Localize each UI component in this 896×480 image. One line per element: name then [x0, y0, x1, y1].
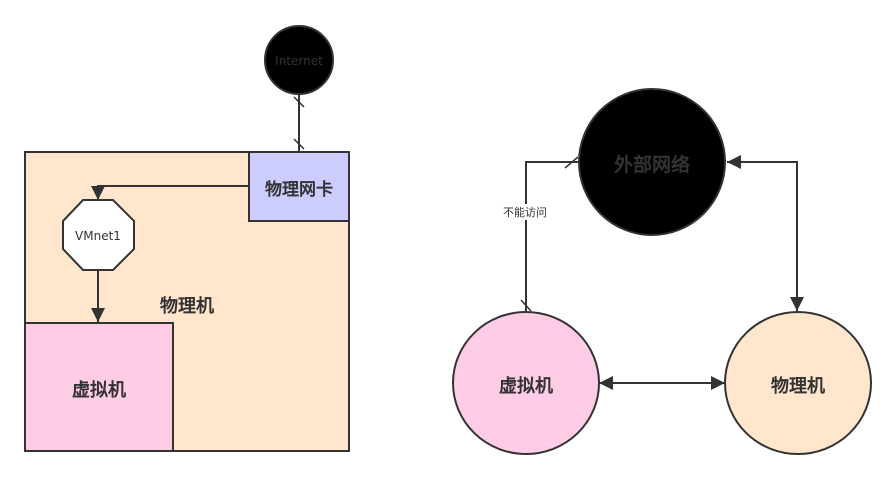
- right-diagram: 不能访问 外部网络 虚拟机 物理机: [452, 88, 872, 455]
- host-circle: [724, 311, 872, 455]
- edge-external-host: [727, 155, 804, 311]
- vm-box: [24, 322, 174, 452]
- edge-internet-nic: [293, 94, 305, 152]
- host-label: 物理机: [160, 295, 214, 317]
- left-diagram: Internet 物理机 物理网卡 VMnet1 虚拟机: [24, 25, 350, 452]
- internet-circle: [264, 25, 334, 95]
- blocked-edge-label: 不能访问: [503, 205, 547, 219]
- break-mark: [293, 138, 305, 150]
- host-node-label: 物理机: [771, 375, 825, 397]
- external-network-node: 外部网络: [578, 88, 726, 236]
- edge-nic-vmnet: [91, 185, 249, 200]
- host-node: 物理机: [724, 311, 872, 455]
- internet-node: Internet: [264, 25, 334, 95]
- break-mark: [293, 96, 305, 108]
- vm-circle: [452, 311, 600, 455]
- edge-label-bg: [498, 204, 552, 220]
- vmnet-label: VMnet1: [75, 229, 121, 243]
- vm-node-label: 虚拟机: [499, 375, 553, 397]
- break-mark: [564, 156, 579, 169]
- edge-vm-external-blocked: 不能访问: [498, 156, 580, 312]
- external-label: 外部网络: [614, 153, 690, 176]
- external-circle: [578, 88, 726, 236]
- vm-label: 虚拟机: [72, 379, 126, 401]
- vmnet-octagon: [62, 199, 135, 271]
- break-mark: [520, 299, 532, 312]
- internet-label: Internet: [275, 54, 323, 68]
- vmnet-node: VMnet1: [62, 199, 135, 271]
- vm-node: 虚拟机: [452, 311, 600, 455]
- nic-label: 物理网卡: [265, 179, 333, 200]
